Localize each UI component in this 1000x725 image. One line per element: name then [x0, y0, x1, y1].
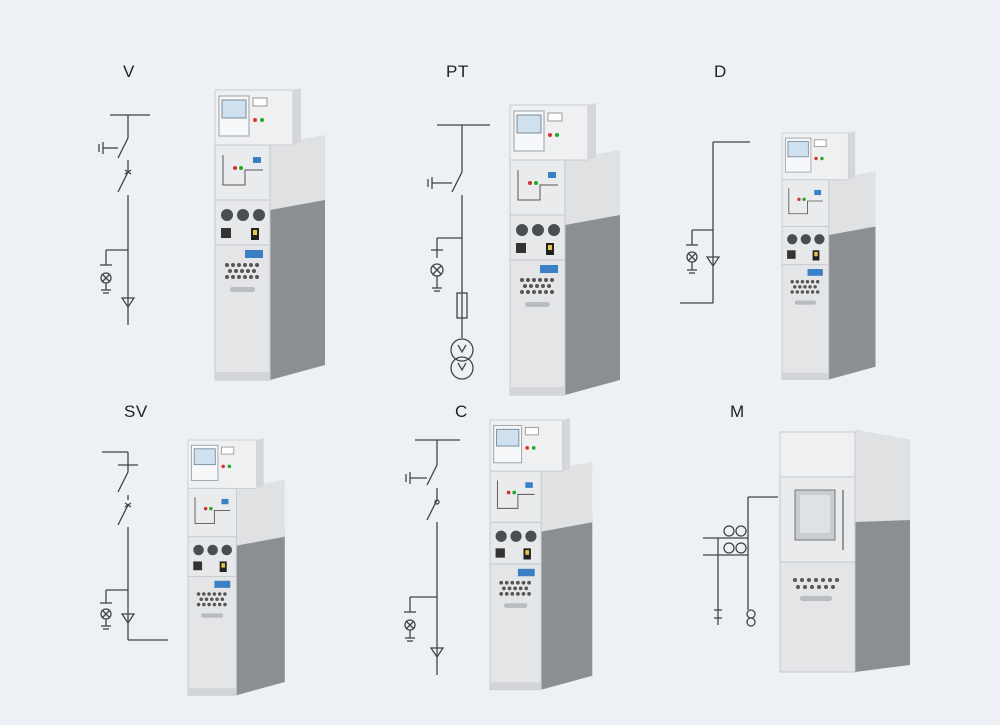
label-m: M: [730, 402, 745, 421]
diagram-v: [98, 114, 150, 325]
diagram-m: [703, 496, 778, 627]
label-v: V: [123, 62, 135, 81]
cabinet-pt: [509, 102, 621, 396]
cabinet-m: [779, 430, 910, 673]
label-d: D: [714, 62, 727, 81]
cabinet-c: [489, 417, 593, 691]
label-pt: PT: [446, 62, 469, 81]
diagram-pt: [427, 124, 490, 380]
diagram-c: [404, 439, 460, 675]
label-sv: SV: [124, 402, 148, 421]
diagram-d: [680, 141, 750, 304]
cabinet-sv: [187, 437, 286, 696]
cabinet-v: [214, 87, 326, 381]
cabinet-d: [781, 130, 876, 380]
label-c: C: [455, 402, 468, 421]
diagram-sv: [100, 451, 168, 641]
